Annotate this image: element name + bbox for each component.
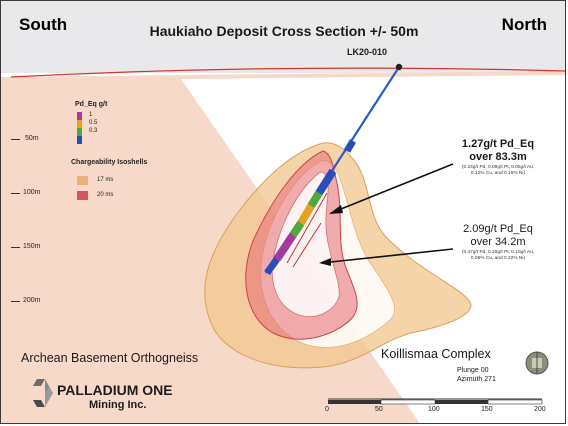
callout-arrowhead-1	[329, 205, 343, 214]
scale-label: 200	[534, 406, 546, 413]
unit-basement-label: Archean Basement Orthogneiss	[21, 351, 199, 365]
logo-subtitle: Mining Inc.	[89, 399, 147, 411]
depth-tick	[11, 301, 20, 302]
assay-green-2	[289, 220, 305, 238]
scale-label: 0	[325, 406, 329, 413]
legend-pd-label: 0.3	[89, 128, 98, 134]
legend-swatch	[77, 128, 82, 136]
legend-iso-title: Chargeability Isoshells	[71, 159, 148, 166]
intercept-1-grade: 1.27g/t Pd_Eq	[461, 138, 535, 150]
depth-label: 200m	[23, 297, 41, 304]
scale-label: 100	[428, 406, 440, 413]
logo-title: PALLADIUM ONE	[57, 382, 173, 398]
callout-arrow-2	[320, 248, 454, 264]
scale-label: 50	[375, 406, 383, 413]
callout-arrow-1	[330, 163, 454, 214]
legend-pd-title: Pd_Eq g/t	[75, 101, 108, 108]
legend-swatch	[77, 191, 88, 200]
legend-iso-label: 20 ms	[97, 192, 114, 198]
depth-label: 100m	[23, 189, 41, 196]
legend-swatch	[77, 136, 82, 144]
intercept-2-detail: 0.06% Cu, and 0.22% Ni)	[470, 256, 526, 261]
drillhole-collar	[395, 63, 403, 71]
legend-iso-label: 17 ms	[97, 177, 114, 183]
north-label: North	[501, 15, 547, 34]
sky-band	[1, 1, 565, 73]
figure-title: Haukiaho Deposit Cross Section +/- 50m	[149, 23, 419, 39]
orientation-widget	[525, 351, 549, 375]
assay-green	[307, 190, 323, 209]
scale-label: 150	[481, 406, 493, 413]
legend-swatch	[77, 120, 82, 128]
legend-pd-label: 1	[89, 112, 93, 118]
azimuth-label: Azimuth 271	[457, 376, 496, 383]
intercept-2-length: over 34.2m	[470, 236, 526, 248]
intercept-1-detail: 0.12% Cu, and 0.16% Ni)	[470, 171, 526, 176]
intercept-1-detail: (0.24g/t Pd, 0.09g/t Pt, 0.05g/t Au,	[461, 165, 535, 170]
intercept-2-detail: (0.47g/t Pd, 0.20g/t Pt, 0.10g/t Au,	[461, 250, 535, 255]
callout-arrowhead-2	[319, 258, 331, 266]
depth-tick	[11, 193, 20, 194]
assay-blue-bottom	[264, 256, 280, 276]
depth-label: 150m	[23, 243, 41, 250]
legend-swatch	[77, 112, 82, 120]
assay-orange	[297, 203, 315, 226]
assay-purple	[273, 232, 297, 262]
legend-pd-label: 0.5	[89, 120, 98, 126]
logo-icon	[29, 379, 53, 407]
depth-tick	[11, 139, 20, 140]
assay-blue-mid	[315, 168, 337, 196]
intercept-1-length: over 83.3m	[469, 151, 527, 163]
trace-line-1	[286, 192, 328, 264]
scale-bar	[328, 398, 543, 405]
south-label: South	[19, 15, 68, 34]
drillhole-label: LK20-010	[347, 47, 388, 57]
assay-blue-top	[343, 139, 357, 153]
intercept-2-grade: 2.09g/t Pd_Eq	[463, 223, 533, 235]
legend-swatch	[77, 176, 88, 185]
depth-tick	[11, 247, 20, 248]
unit-complex-label: Koillismaa Complex	[381, 347, 491, 361]
ground-surface	[10, 67, 565, 78]
plunge-label: Plunge 00	[457, 367, 489, 374]
depth-label: 50m	[25, 135, 39, 142]
trace-line-2	[292, 222, 322, 268]
